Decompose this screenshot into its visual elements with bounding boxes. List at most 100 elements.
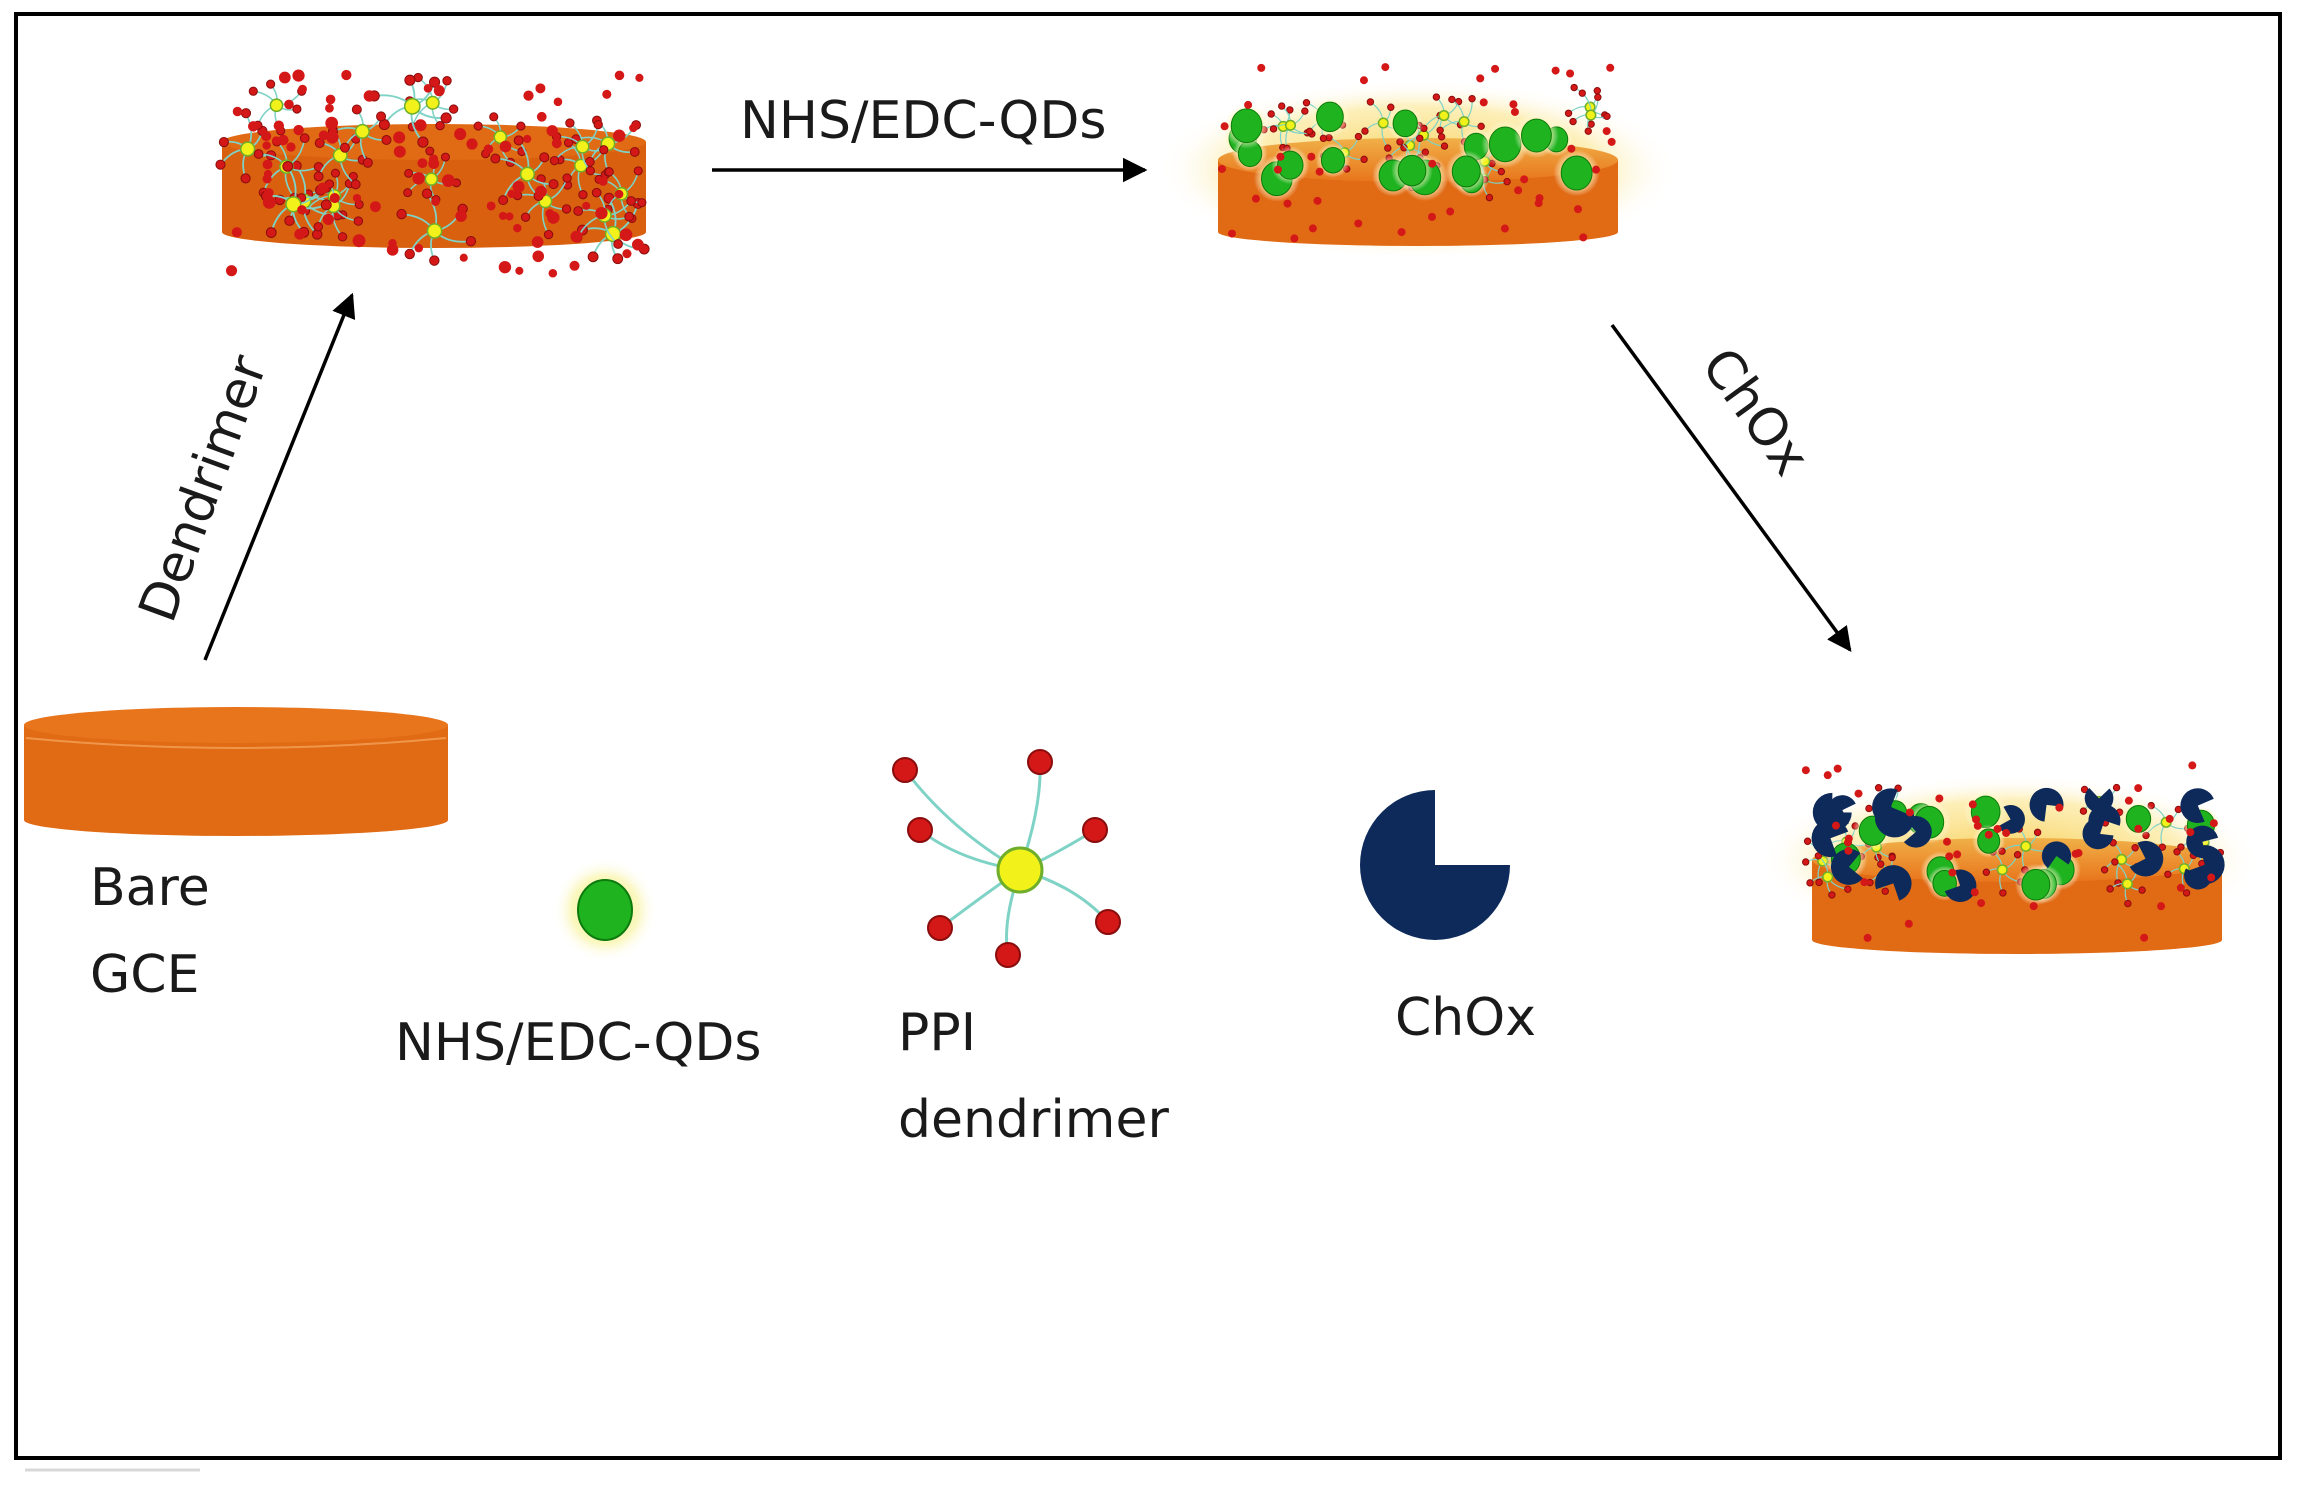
dendrimer-particle (1420, 93, 1465, 141)
dendrimer-end-group (1307, 152, 1316, 161)
dendrimer-end-group (262, 159, 273, 170)
dendrimer-end-group (2165, 814, 2174, 823)
dendrimer-end-group (313, 222, 324, 232)
dendrimer-end-group (1877, 860, 1885, 868)
dendrimer-end-group (292, 104, 302, 114)
dendrimer-end-group (635, 73, 644, 82)
dendrimer-end-group (440, 152, 450, 162)
dendrimer-end-group (393, 145, 406, 158)
dendrimer-end-group (353, 216, 364, 226)
legend-dendrimer-end-group (995, 942, 1021, 968)
dendrimer-end-group (1366, 98, 1375, 106)
dendrimer-end-group (329, 192, 340, 204)
dendrimer-end-group (376, 111, 387, 122)
dendrimer-core (1284, 119, 1297, 131)
dendrimer-core (575, 139, 590, 154)
dendrimer-end-group (313, 171, 324, 182)
dendrimer-end-group (1354, 219, 1363, 228)
dendrimer-end-group (428, 76, 441, 88)
dendrimer-end-group (2131, 844, 2139, 852)
dendrimer-end-group (2140, 933, 2149, 942)
dendrimer-end-group (614, 70, 625, 81)
dendrimer-end-group (1278, 102, 1286, 110)
dendrimer-end-group (1970, 888, 1979, 897)
dendrimer-end-group (2158, 843, 2167, 851)
dendrimer-end-group (396, 208, 407, 220)
dendrimer-end-group (297, 205, 307, 215)
dendrimer-end-group (440, 112, 452, 124)
dendrimer-end-group (286, 142, 296, 152)
dendrimer-end-group (599, 145, 609, 155)
dendrimer-end-group (261, 130, 272, 142)
dendrimer-end-group (2177, 843, 2185, 851)
chox-step-label: ChOx (1689, 337, 1820, 486)
dendrimer-core (269, 98, 284, 113)
dendrimer-end-group (2013, 851, 2022, 859)
quantum-dot (1397, 154, 1427, 187)
dendrimer-end-group (2002, 828, 2011, 837)
dendrimer-end-group (1863, 933, 1872, 942)
dendrimer-end-group (490, 153, 501, 164)
dendrimer-end-group (1801, 766, 1810, 775)
dendrimer-end-group (1491, 64, 1500, 73)
dendrimer-end-group (1823, 771, 1832, 780)
dendrimer-end-group (2029, 902, 2038, 911)
dendrimer-end-group (489, 112, 499, 122)
dendrimer-end-group (1397, 228, 1406, 237)
dendrimer-end-group (351, 104, 362, 115)
dendrimer-end-group (1607, 137, 1616, 146)
dendrimer-end-group (536, 111, 547, 122)
bare-gce-label-line1: Bare (90, 858, 210, 918)
dendrimer-end-group (404, 74, 416, 86)
dendrimer-end-group (578, 190, 588, 200)
dendrimer-end-group (414, 119, 427, 132)
dendrimer-end-group (1286, 106, 1294, 114)
dendrimer-end-group (1302, 99, 1311, 107)
dendrimer-end-group (505, 212, 514, 221)
dendrimer-end-group (604, 167, 614, 177)
dendrimer-end-group (215, 159, 226, 170)
dendrimer-end-group (629, 123, 638, 133)
dendrimer-end-group (543, 229, 554, 240)
dendrimer-particle (403, 146, 462, 205)
dendrimer-end-group (1290, 234, 1299, 243)
dendrimer-end-group (1315, 167, 1324, 176)
dendrimer-end-group (1251, 194, 1260, 203)
dendrimer-end-group (429, 255, 440, 266)
dendrimer-end-group (585, 166, 595, 176)
legend-chox-enzyme (1360, 790, 1510, 940)
dendrimer-end-group (535, 185, 547, 198)
dendrimer-core (2121, 878, 2133, 890)
dendrimer-end-group (2112, 783, 2121, 792)
dendrimer-end-group (1948, 868, 1957, 877)
dendrimer-end-group (498, 260, 512, 274)
dendrimer-end-group (433, 85, 445, 97)
dendrimer-end-group (498, 211, 508, 220)
dendrimer-end-group (507, 189, 516, 199)
dendrimer-end-group (1592, 165, 1601, 174)
dendrimer-end-group (403, 188, 413, 198)
dendrimer-end-group (565, 118, 575, 128)
dendrimer-end-group (546, 125, 558, 137)
dendrimer-end-group (232, 106, 243, 117)
dendrimer-end-group (421, 188, 433, 199)
dendrimer-end-group (1387, 103, 1395, 111)
dendrimer-end-group (1587, 120, 1595, 128)
dendrimer-core (424, 172, 439, 186)
dendrimer-end-group (425, 146, 435, 156)
dendrimer-end-group (317, 182, 329, 194)
dendrimer-end-group (1440, 142, 1449, 150)
dendrimer-end-group (412, 172, 425, 185)
dendrimer-end-group (341, 69, 352, 81)
dendrimer-end-group (498, 195, 509, 206)
dendrimer-end-group (2079, 807, 2088, 815)
dendrimer-core (426, 223, 443, 239)
dendrimer-end-group (1283, 199, 1292, 208)
dendrimer-end-group (1436, 126, 1444, 134)
dendrimer-end-group (1831, 821, 1840, 830)
dendrimer-end-group (515, 266, 524, 275)
dendrimer-particle (327, 104, 392, 168)
dendrimer-end-group (1999, 889, 2007, 897)
dendrimer-end-group (442, 76, 452, 86)
legend-quantum-dot (553, 858, 657, 962)
